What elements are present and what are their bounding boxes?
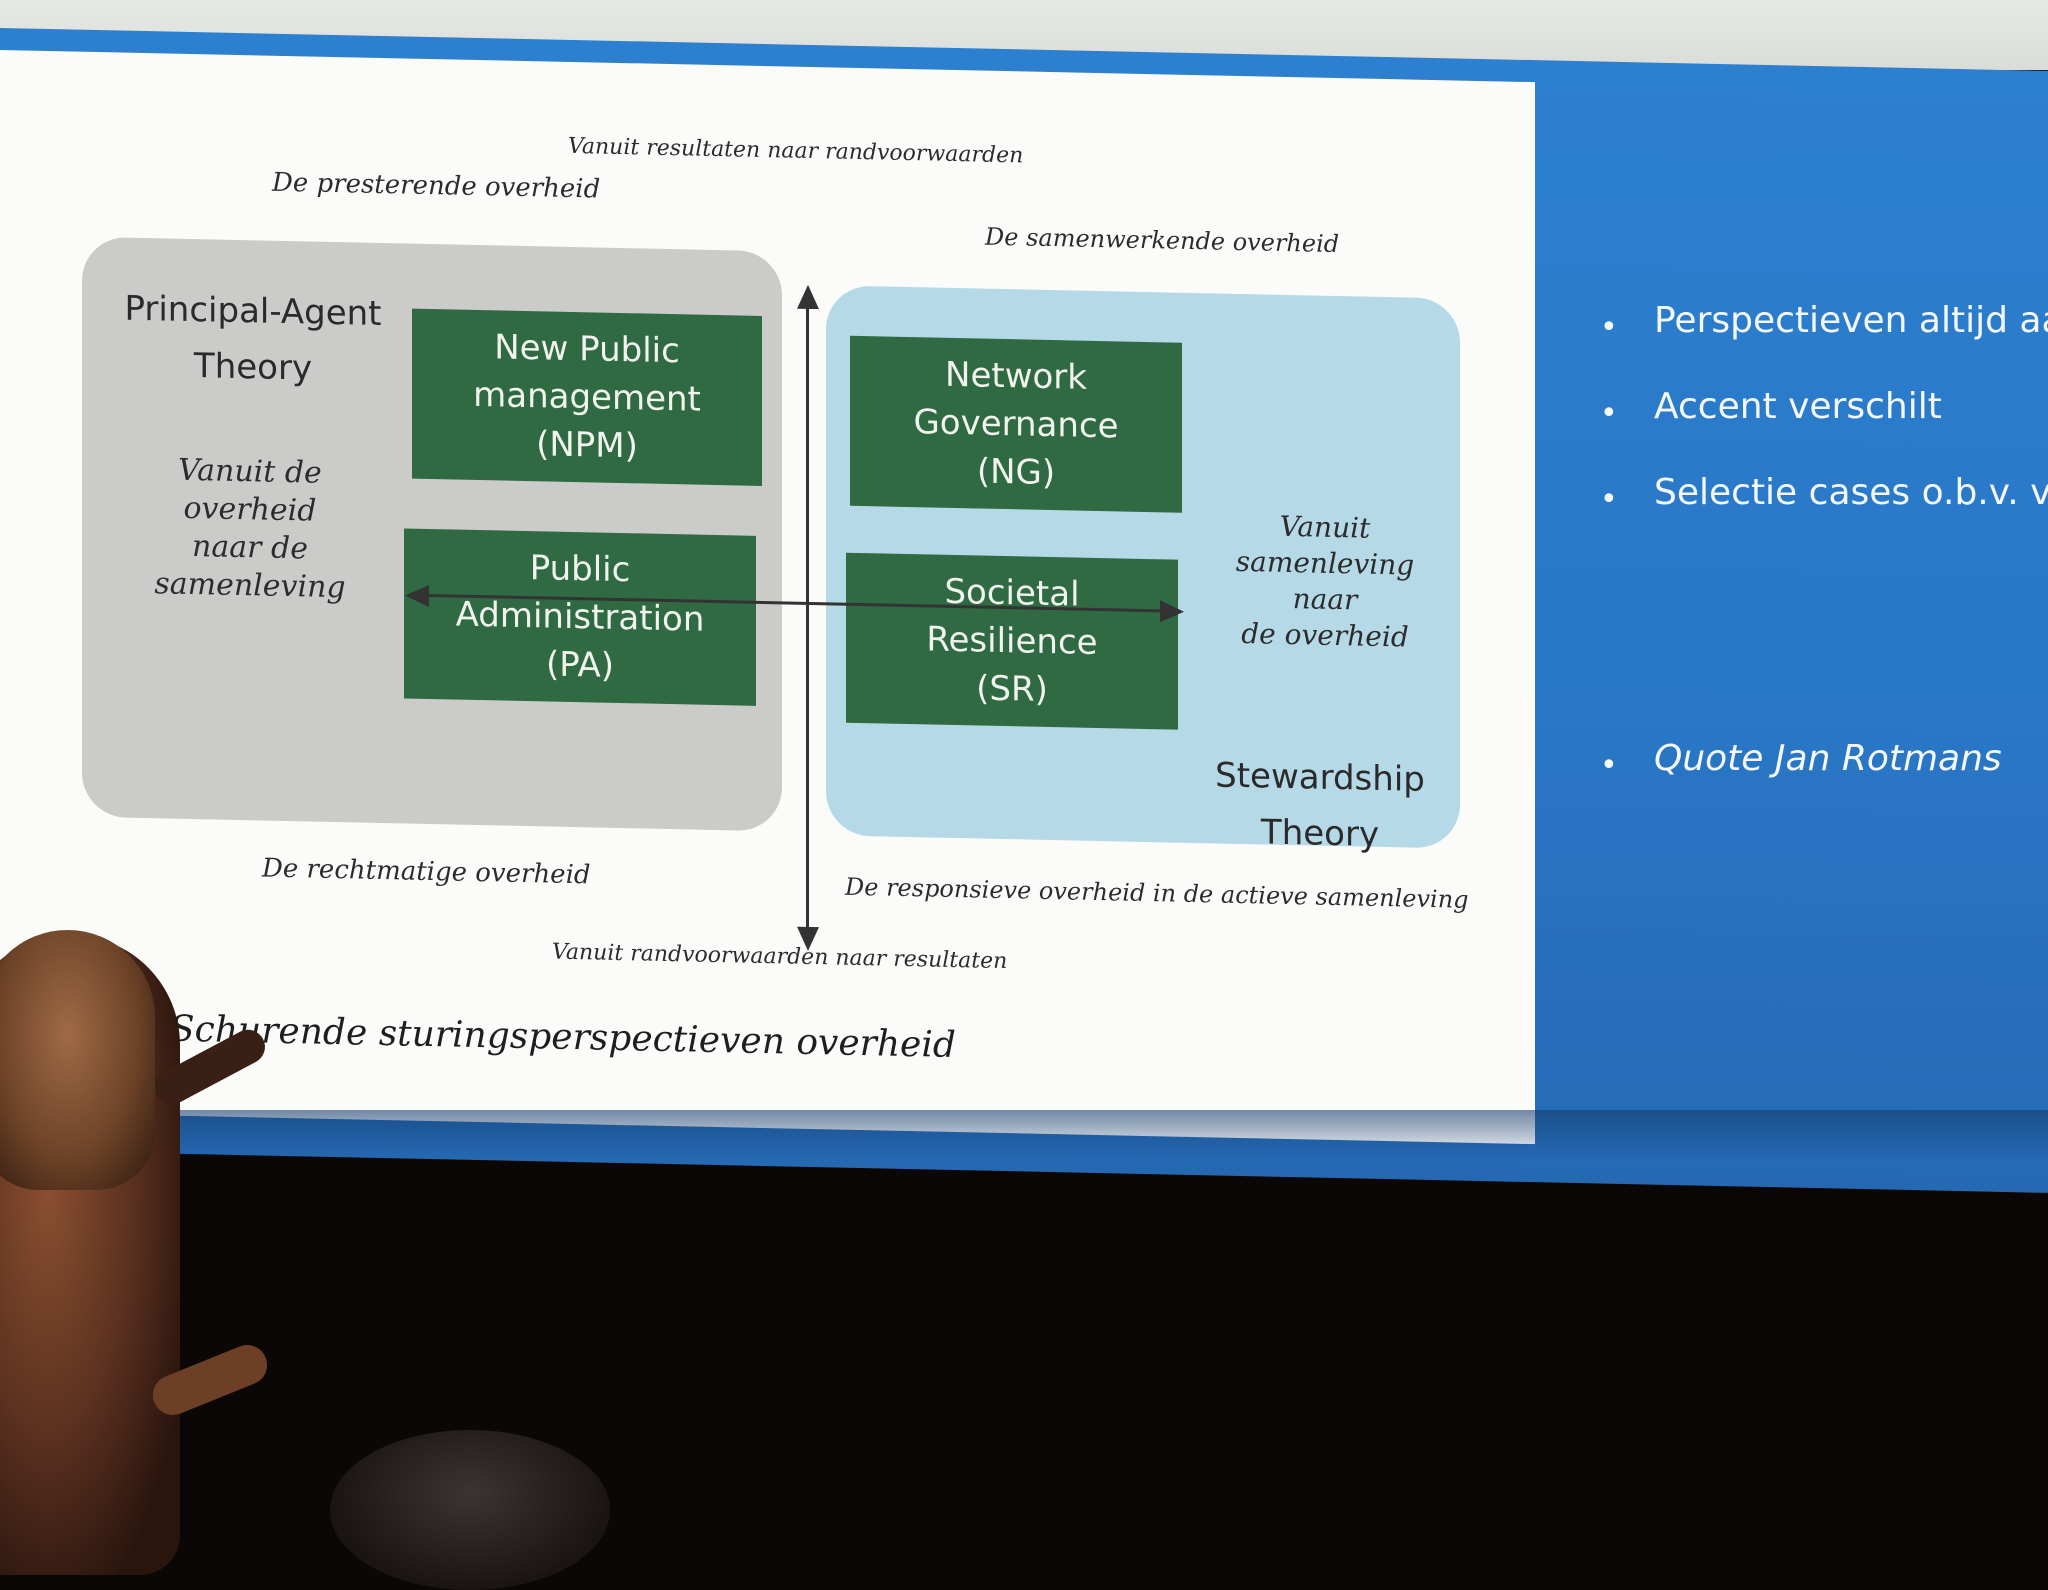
arrow-right-icon [1160, 600, 1184, 623]
bullet-item: • Quote Jan Rotmans [1600, 738, 2002, 783]
vertical-axis [806, 296, 809, 932]
arrow-left-icon [405, 584, 429, 607]
right-side-label: Vanuit samenleving naar de overheid [1235, 509, 1415, 654]
diagram-caption: Schurende sturingsperspectieven overheid [170, 1008, 956, 1067]
pa-box: Public Administration (PA) [404, 528, 756, 706]
bullet-icon: • [1600, 396, 1618, 431]
bullet-item: • Accent verschilt [1600, 386, 1942, 431]
quadrant-label-top-right: De samenwerkende overheid [985, 222, 1340, 259]
quadrant-label-bottom-left: De rechtmatige overheid [262, 853, 591, 891]
bullet-icon: • [1600, 748, 1618, 783]
audience-head-silhouette [330, 1430, 610, 1590]
bullet-icon: • [1600, 482, 1618, 517]
left-side-label: Vanuit de overheid naar de samenleving [154, 452, 346, 606]
presenter-hair [0, 930, 155, 1190]
sr-box: Societal Resilience (SR) [846, 552, 1178, 730]
principal-agent-theory-label: Principal-Agent Theory [124, 288, 382, 389]
top-axis-label: Vanuit resultaten naar randvoorwaarden [568, 133, 1024, 169]
quadrant-label-bottom-right: De responsieve overheid in de actieve sa… [845, 872, 1469, 914]
stewardship-theory-label: Stewardship Theory [1215, 755, 1425, 855]
bullet-item: • Perspectieven altijd aa [1600, 300, 2048, 345]
bullet-list: • Perspectieven altijd aa • Accent versc… [1600, 300, 2048, 824]
quadrant-label-top-left: De presterende overheid [272, 167, 601, 205]
npm-box: New Public management (NPM) [412, 308, 762, 486]
bottom-axis-label: Vanuit randvoorwaarden naar resultaten [552, 939, 1008, 975]
ng-box: Network Governance (NG) [850, 335, 1182, 513]
diagram-area: Vanuit resultaten naar randvoorwaarden D… [0, 50, 1535, 1145]
arrow-up-icon [797, 284, 819, 310]
screen-bottom-edge [0, 1110, 2048, 1160]
bullet-icon: • [1600, 310, 1618, 345]
bullet-item: • Selectie cases o.b.v. va [1600, 472, 2048, 517]
